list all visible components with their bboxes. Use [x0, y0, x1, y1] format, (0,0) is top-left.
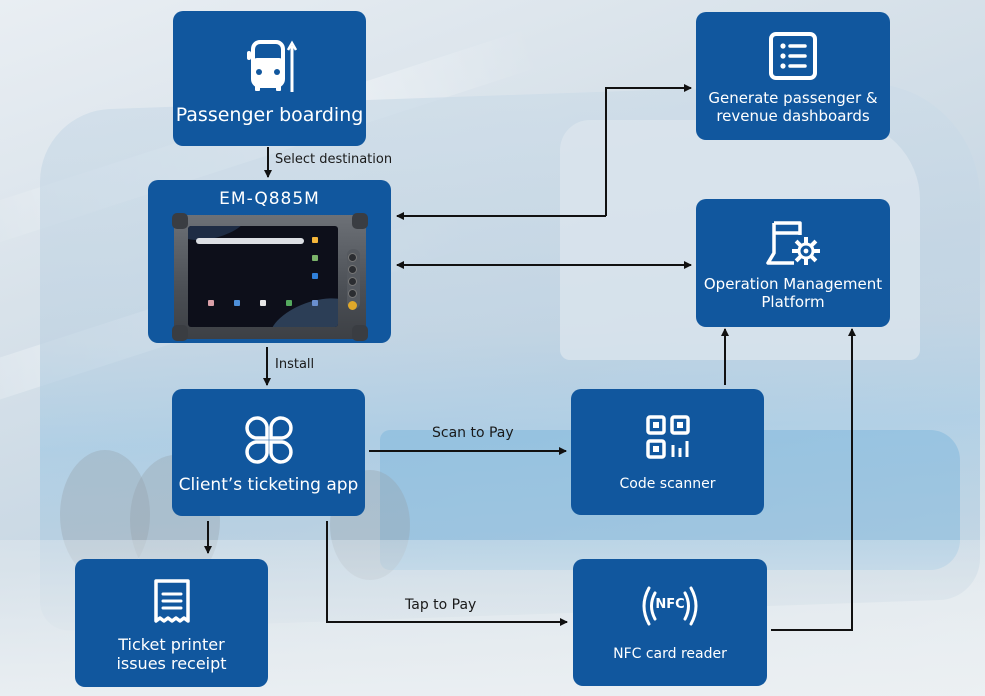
list-icon: [769, 32, 817, 80]
node-label: NFC card reader: [613, 646, 727, 663]
node-label-line2: Platform: [761, 293, 825, 311]
node-label-line1: Generate passenger &: [708, 89, 878, 107]
node-label-line2: issues receipt: [116, 654, 227, 673]
node-label: Client’s ticketing app: [178, 475, 359, 496]
node-label: Code scanner: [619, 475, 716, 492]
node-ticketing-app[interactable]: Client’s ticketing app: [172, 389, 365, 516]
node-label-line2: revenue dashboards: [716, 107, 870, 125]
edge-label-scan-to-pay: Scan to Pay: [432, 425, 514, 441]
bus-icon: [246, 40, 297, 93]
node-code-scanner[interactable]: Code scanner: [571, 389, 764, 515]
node-device-em-q885m[interactable]: EM-Q885M: [148, 180, 391, 343]
node-dashboards[interactable]: Generate passenger & revenue dashboards: [696, 12, 890, 140]
server-gear-icon: [766, 221, 820, 265]
node-label: Operation Management Platform: [704, 275, 882, 311]
node-ticket-printer[interactable]: Ticket printer issues receipt: [75, 559, 268, 687]
receipt-icon: [153, 579, 190, 623]
nfc-icon: NFC: [635, 582, 705, 630]
tablet-screen: [187, 226, 338, 328]
qr-code-icon: [645, 414, 690, 459]
edge-label-select-destination: Select destination: [275, 152, 393, 167]
node-label: EM-Q885M: [219, 189, 320, 209]
edge-label-install: Install: [275, 357, 315, 372]
rugged-tablet-image: [171, 213, 368, 342]
app-grid-icon: [244, 416, 293, 464]
node-label-line1: Operation Management: [703, 275, 883, 293]
node-label: Ticket printer issues receipt: [116, 635, 226, 673]
edge-label-tap-to-pay: Tap to Pay: [405, 597, 477, 613]
node-passenger-boarding[interactable]: Passenger boarding: [173, 11, 366, 146]
nfc-icon-text: NFC: [655, 597, 685, 613]
node-label: Passenger boarding: [175, 104, 364, 127]
node-label: Generate passenger & revenue dashboards: [708, 89, 877, 125]
node-operation-management-platform[interactable]: Operation Management Platform: [696, 199, 890, 327]
node-label-line1: Ticket printer: [118, 634, 225, 654]
node-nfc-card-reader[interactable]: NFC NFC card reader: [573, 559, 767, 686]
